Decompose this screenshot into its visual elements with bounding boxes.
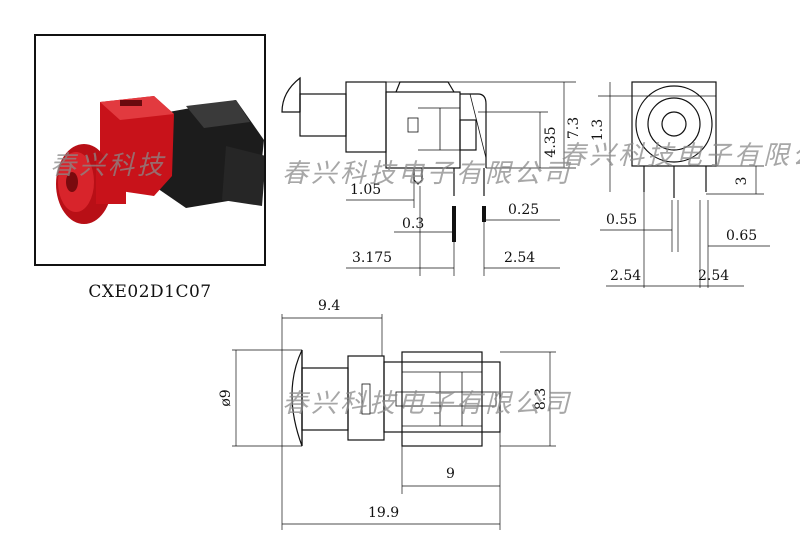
dim-pin-length: 3 [734,177,750,186]
side-pin-marker-right [482,206,486,222]
front-watermark: 春兴科技电子有限公司 [560,141,800,171]
dim-offset: 1.05 [350,182,381,198]
dim-pin-pitch: 2.54 [504,250,535,266]
side-window [407,117,419,133]
product-photo-frame: 春兴科技 [34,34,266,266]
side-housing-top [395,81,455,93]
dim-body-length: 9 [446,466,455,482]
photo-pin-block [222,146,266,206]
dim-pin-offset: 3.175 [352,250,392,266]
side-shaft [299,93,347,137]
front-mid-ring [647,97,701,151]
photo-red-top [100,96,174,120]
dim-pitch-right: 2.54 [698,268,729,284]
photo-knob-hole [66,172,78,192]
top-dome [291,349,303,447]
side-dome [281,76,301,113]
top-watermark: 春兴科技电子有限公司 [282,389,572,419]
part-number: CXE02D1C07 [88,282,212,302]
side-contact-line [469,93,487,159]
photo-knob-shaft [96,160,126,204]
side-view: 7.3 4.35 1.05 0.3 0.25 3.175 2.54 春兴科技电子… [281,76,582,276]
side-pin-marker-left [452,206,456,242]
top-view: 9.4 ø9 8.3 9 19.9 春兴科技电子有限公司 [218,298,572,530]
dim-diameter: ø9 [218,389,234,406]
top-housing [383,361,501,433]
dim-pin-width-right: 0.25 [508,202,539,218]
front-view: 1.3 3 0.55 0.65 2.54 2.54 春兴科技电子有限公司 [560,81,800,288]
top-rail [395,391,497,407]
dim-top-offset: 1.3 [590,119,606,141]
photo-watermark: 春兴科技 [50,151,166,181]
dim-height-total: 7.3 [566,117,582,139]
top-slot [361,383,371,415]
front-inner-ring [661,111,687,137]
side-watermark: 春兴科技电子有限公司 [282,159,572,189]
side-housing [385,91,461,169]
dim-pin-width: 0.3 [402,216,424,232]
dim-body-height: 8.3 [533,388,549,410]
side-red-block [345,81,387,153]
dim-pin-width-right: 0.65 [726,228,757,244]
top-body [401,351,483,447]
dim-button-length: 9.4 [318,298,340,314]
dim-height-mid: 4.35 [543,126,559,157]
photo-red-slot [120,100,142,106]
dim-pitch-left: 2.54 [610,268,641,284]
front-outer-ring [635,85,713,163]
side-terminal-block [459,119,477,151]
photo-housing-top [186,100,250,128]
side-terminal [460,93,487,168]
product-photo: 春兴科技 [50,96,266,224]
dim-pin-width-left: 0.55 [606,212,637,228]
dim-total-length: 19.9 [368,505,399,521]
